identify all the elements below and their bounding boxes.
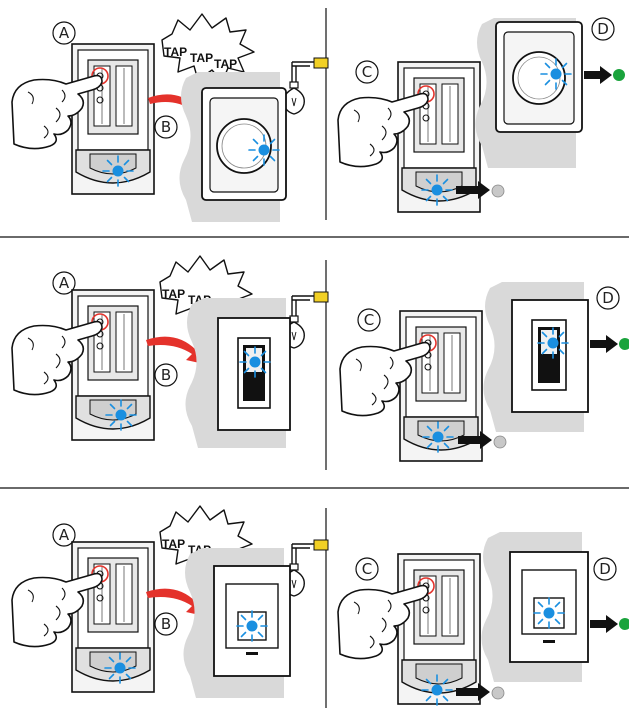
led-blue-icon (237, 611, 267, 641)
led-blue-icon (422, 175, 452, 205)
label-c-badge: C (358, 309, 380, 331)
label-c: C (362, 560, 372, 578)
rocker-switch-device (185, 298, 290, 448)
square-switch-device (481, 532, 588, 682)
step-a-b-panel: A TAP TAP TAP B (12, 506, 328, 698)
arrow-right-icon (590, 335, 618, 353)
row-rocker-switch: A TAP TAP TAP B (12, 256, 629, 461)
tap-bubble: TAP TAP TAP (162, 14, 254, 82)
label-a: A (59, 526, 70, 544)
status-green-dot (613, 69, 625, 81)
label-c-badge: C (356, 61, 378, 83)
label-a-badge: A (53, 22, 75, 44)
status-grey-dot (494, 436, 506, 448)
led-blue-icon (423, 422, 453, 452)
master-device (12, 542, 154, 692)
status-grey-dot (492, 185, 504, 197)
tap-word-3: TAP (214, 57, 237, 71)
round-dimmer-device (179, 72, 286, 222)
label-d-badge: D (592, 18, 614, 40)
led-blue-icon (249, 135, 279, 165)
led-blue-icon (106, 400, 136, 430)
arrow-right-icon (590, 615, 618, 633)
label-b-badge: B (155, 116, 177, 138)
status-green-dot (619, 618, 629, 630)
led-blue-icon (103, 156, 133, 186)
label-c-badge: C (356, 558, 378, 580)
tap-word-1: TAP (162, 287, 185, 301)
label-b: B (161, 118, 171, 136)
label-d: D (597, 20, 609, 38)
lamp-icon (284, 58, 328, 114)
step-a-b-panel: A TAP TAP TAP B (12, 256, 328, 448)
led-blue-icon (538, 328, 568, 358)
led-blue-icon (422, 675, 452, 705)
label-b: B (161, 366, 171, 384)
step-c-d-panel: C D (338, 18, 625, 212)
status-grey-dot (492, 687, 504, 699)
led-blue-icon (240, 347, 270, 377)
label-d: D (599, 560, 611, 578)
label-d-badge: D (594, 558, 616, 580)
row-square-switch: A TAP TAP TAP B (12, 506, 629, 705)
round-dimmer-device (475, 18, 582, 168)
label-c: C (364, 311, 374, 329)
tap-word-2: TAP (190, 51, 213, 65)
label-d-badge: D (597, 287, 619, 309)
arrow-right-icon (584, 66, 612, 84)
label-b-badge: B (155, 613, 177, 635)
rocker-switch-device (483, 282, 588, 432)
label-b: B (161, 615, 171, 633)
square-switch-device (183, 548, 290, 698)
label-a: A (59, 24, 70, 42)
tap-word-1: TAP (162, 537, 185, 551)
row-round-dimmer: A TAP TAP TAP B (12, 14, 625, 222)
label-b-badge: B (155, 364, 177, 386)
master-device (12, 290, 154, 440)
led-blue-icon (105, 653, 135, 683)
label-a: A (59, 274, 70, 292)
step-c-d-panel: C D (338, 532, 629, 705)
led-blue-icon (534, 598, 564, 628)
status-green-dot (619, 338, 629, 350)
step-c-d-panel: C D (340, 282, 629, 461)
led-blue-icon (541, 59, 571, 89)
label-d: D (602, 289, 614, 307)
step-a-b-panel: A TAP TAP TAP B (12, 14, 328, 222)
label-c: C (362, 63, 372, 81)
tap-word-1: TAP (164, 45, 187, 59)
